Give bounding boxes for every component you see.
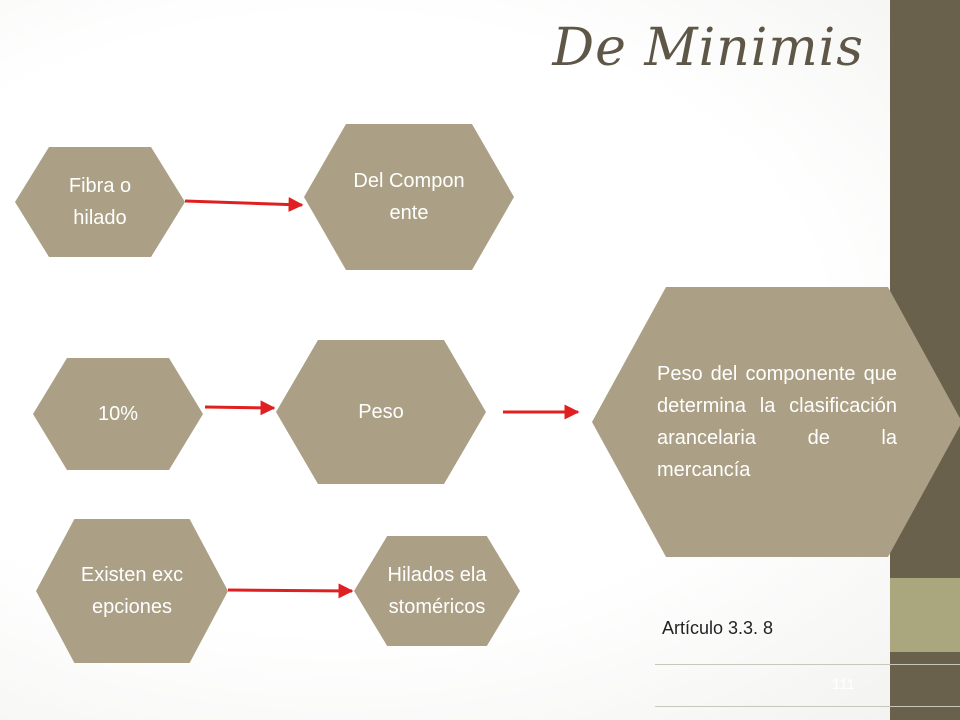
- page-number: 111: [832, 676, 855, 693]
- arrow-porcentaje-to-peso: [204, 400, 276, 416]
- hex-existen-excepciones: Existen excepciones: [36, 519, 228, 663]
- arrow-fibra-to-componente: [184, 197, 304, 213]
- slide-title: De Minimis: [552, 18, 864, 78]
- hex-label: Del Componente: [353, 170, 465, 224]
- hex-label: Peso del componente que determina la cla…: [657, 363, 897, 481]
- hex-fibra-o-hilado: Fibra o hilado: [15, 147, 185, 257]
- hex-label: Existen excepciones: [80, 564, 184, 618]
- hex-del-componente: Del Componente: [304, 124, 514, 270]
- hex-label: Hilados elastoméricos: [387, 564, 487, 618]
- arrow-excepciones-to-hilados: [227, 583, 354, 599]
- hex-label: 10%: [97, 403, 139, 425]
- hex-label: Fibra o hilado: [68, 175, 132, 229]
- hex-resultado: Peso del componente que determina la cla…: [592, 287, 960, 557]
- footer-divider: [655, 706, 960, 707]
- hex-peso: Peso: [276, 340, 486, 484]
- sidebar-band-bottom: [890, 652, 960, 720]
- hex-hilados-elastomericos: Hilados elastoméricos: [354, 536, 520, 646]
- footer-divider: [655, 664, 960, 665]
- hex-diez-por-ciento: 10%: [33, 358, 203, 470]
- hex-label: Peso: [358, 401, 404, 423]
- sidebar-band-light: [890, 578, 960, 652]
- article-reference: Artículo 3.3. 8: [662, 618, 774, 638]
